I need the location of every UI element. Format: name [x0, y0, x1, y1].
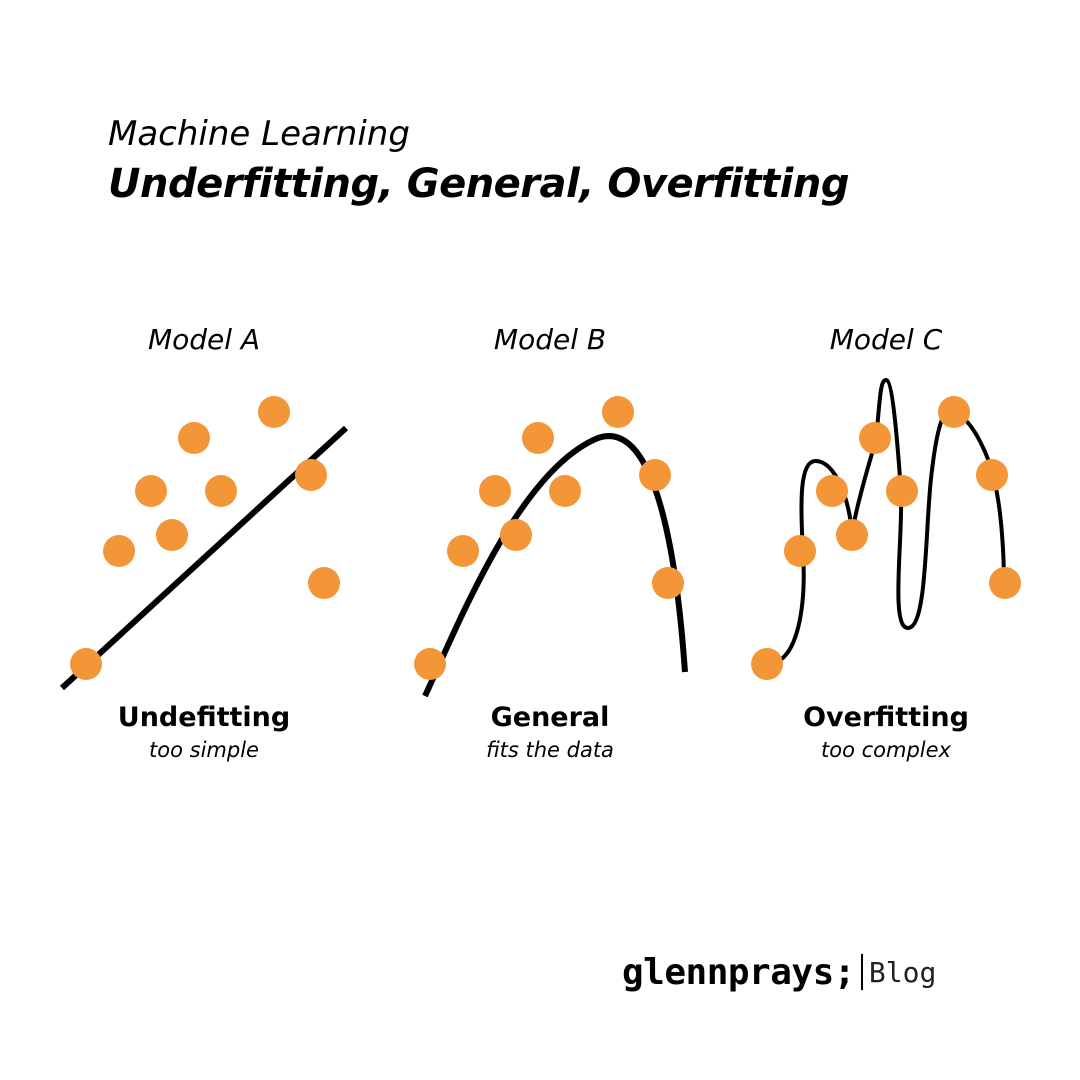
data-point: [976, 459, 1008, 491]
data-point: [784, 535, 816, 567]
data-point: [938, 396, 970, 428]
data-point: [836, 519, 868, 551]
panel-b-caption: General fits the data: [380, 700, 720, 764]
brand-name: glennprays;: [622, 952, 855, 993]
data-point: [652, 567, 684, 599]
data-point: [816, 475, 848, 507]
panel-a-description: too simple: [149, 738, 259, 762]
panel-a-graphic: [59, 396, 349, 691]
panel-b-points: [414, 396, 684, 680]
panel-b-description: fits the data: [486, 738, 614, 762]
data-point: [522, 422, 554, 454]
data-point: [135, 475, 167, 507]
data-point: [258, 396, 290, 428]
data-point: [602, 396, 634, 428]
panel-c-fit-curve: [766, 377, 1006, 666]
header: Machine Learning Underfitting, General, …: [108, 112, 849, 212]
panel-b-label: General: [490, 702, 610, 733]
data-point: [751, 648, 783, 680]
data-point: [295, 459, 327, 491]
data-point: [549, 475, 581, 507]
data-point: [178, 422, 210, 454]
panel-c-title: Model C: [829, 323, 943, 356]
data-point: [886, 475, 918, 507]
panel-c-graphic: [751, 377, 1021, 680]
data-point: [500, 519, 532, 551]
panel-b-title: Model B: [493, 323, 607, 356]
data-point: [447, 535, 479, 567]
page-subtitle: Machine Learning: [108, 114, 410, 154]
data-point: [989, 567, 1021, 599]
panel-c-label: Overfitting: [803, 702, 969, 733]
panel-a-points: [70, 396, 340, 680]
panel-b-graphic: [414, 396, 688, 698]
page-title: Underfitting, General, Overfitting: [108, 161, 849, 207]
data-point: [414, 648, 446, 680]
panel-a-title: Model A: [147, 323, 261, 356]
data-point: [639, 459, 671, 491]
data-point: [859, 422, 891, 454]
brand-tag: Blog: [868, 956, 937, 989]
panel-a-label: Undefitting: [117, 702, 291, 733]
panel-a-caption: Undefitting too simple: [34, 700, 374, 764]
data-point: [205, 475, 237, 507]
panel-c-caption: Overfitting too complex: [716, 700, 1056, 764]
data-point: [156, 519, 188, 551]
brand-logo: glennprays; Blog: [622, 948, 936, 998]
data-point: [70, 648, 102, 680]
panel-c-description: too complex: [821, 738, 951, 762]
data-point: [103, 535, 135, 567]
panel-c-points: [751, 396, 1021, 680]
data-point: [479, 475, 511, 507]
brand-separator: [860, 954, 863, 990]
panel-b-fit-curve: [422, 433, 688, 698]
data-point: [308, 567, 340, 599]
